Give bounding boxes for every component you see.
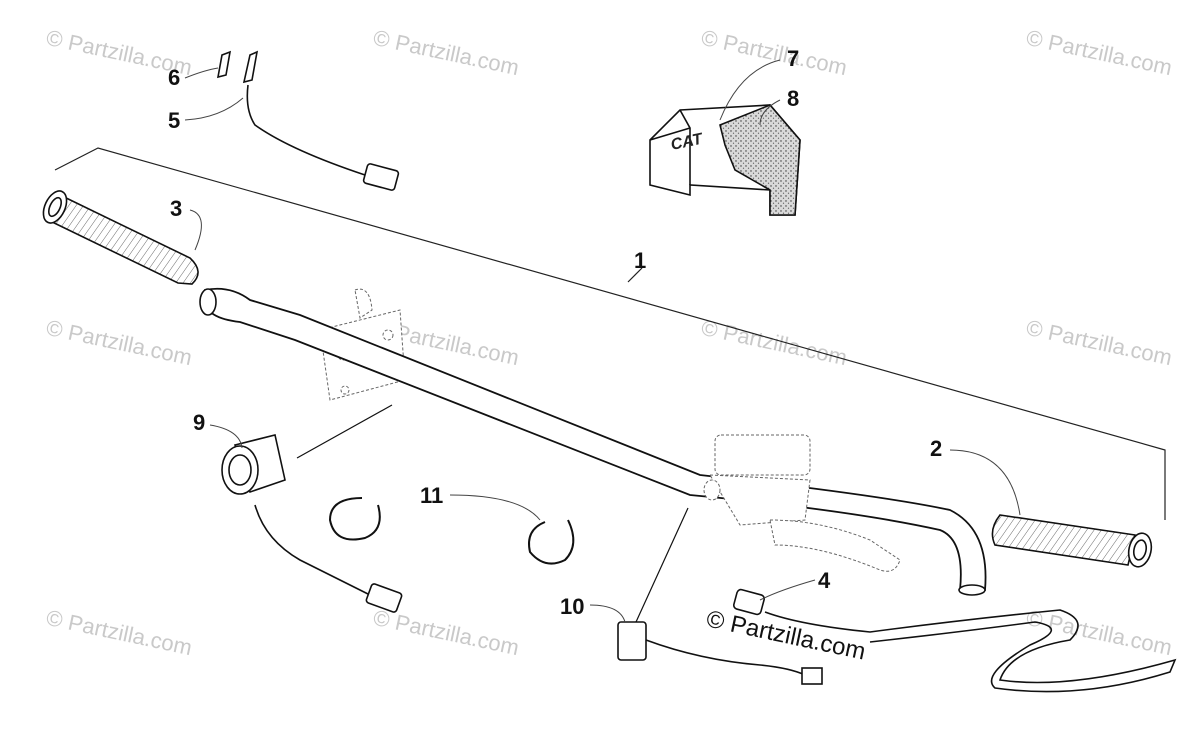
- brake-master-cylinder-ghost: [703, 434, 901, 572]
- callout-11: 11: [420, 483, 444, 508]
- brake-switch-connector: [617, 621, 823, 685]
- callout-10: 10: [560, 594, 585, 619]
- callout-9: 9: [193, 410, 206, 435]
- heat-switch: [221, 434, 403, 613]
- heater-wire-harness: [216, 50, 400, 191]
- callout-3: 3: [170, 196, 183, 221]
- callout-2: 2: [930, 436, 943, 461]
- right-grip: [991, 514, 1153, 568]
- callout-4: 4: [818, 568, 831, 593]
- cable-ties: [328, 497, 575, 565]
- assembly-bracket-line: [54, 147, 1166, 520]
- leader-line: [296, 404, 393, 459]
- callout-7: 7: [787, 46, 800, 71]
- handlebar-pad: [649, 104, 801, 216]
- callout-8: 8: [787, 86, 800, 111]
- grip-heater-lead: [732, 588, 1177, 693]
- callout-1: 1: [634, 248, 647, 273]
- callout-6: 6: [168, 65, 181, 90]
- callout-5: 5: [168, 108, 181, 133]
- left-grip: [42, 190, 199, 285]
- leader-line: [635, 507, 689, 623]
- leader-lines: [184, 59, 1021, 623]
- pad-logo: CAT: [669, 130, 705, 153]
